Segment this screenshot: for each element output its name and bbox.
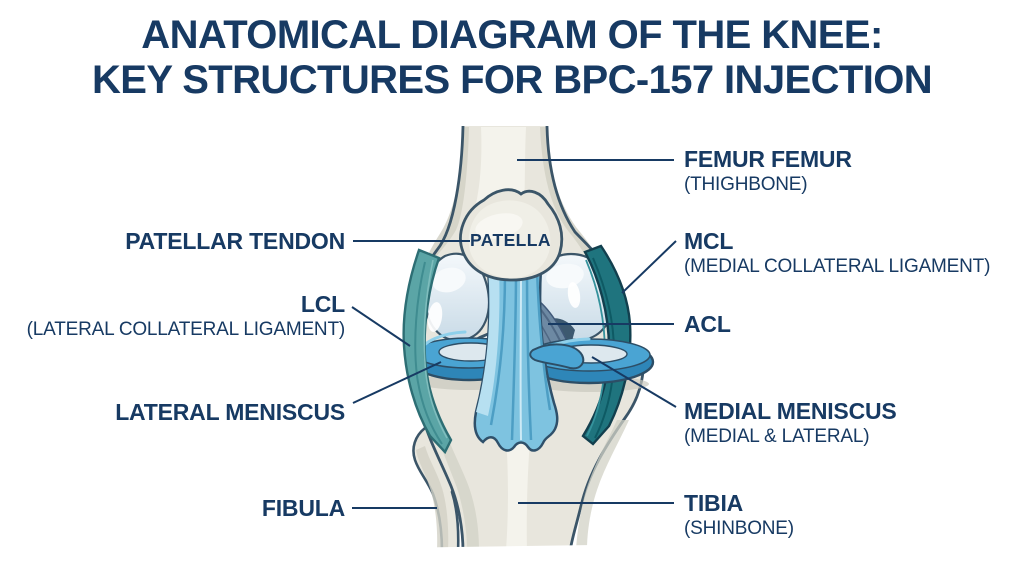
- label-fibula-text: FIBULA: [261, 495, 345, 521]
- patella-bone: [459, 188, 564, 282]
- label-lcl-subtext: (LATERAL COLLATERAL LIGAMENT): [26, 319, 346, 340]
- label-medial-meniscus-subtext: (MEDIAL & LATERAL): [684, 426, 870, 447]
- label-lcl-text: LCL: [300, 291, 345, 317]
- title-line-2: KEY STRUCTURES FOR BPC-157 INJECTION: [91, 58, 933, 102]
- label-patellar-tendon: PATELLAR TENDON: [125, 228, 345, 254]
- bottom-cut: [385, 544, 665, 558]
- label-tibia: TIBIA (SHINBONE): [684, 490, 794, 542]
- label-lateral-meniscus-text: LATERAL MENISCUS: [115, 399, 345, 425]
- meniscus-anterior-horn: [529, 343, 585, 370]
- patella-label: PATELLA: [470, 230, 551, 250]
- knee-illustration: [385, 125, 665, 558]
- label-mcl-subtext: (MEDIAL COLLATERAL LIGAMENT): [684, 256, 991, 277]
- patellar-tendon-band: [473, 266, 559, 452]
- label-medial-meniscus: MEDIAL MENISCUS (MEDIAL & LATERAL): [684, 398, 897, 450]
- label-mcl: MCL (MEDIAL COLLATERAL LIGAMENT): [684, 228, 990, 280]
- label-femur-subtext: (THIGHBONE): [684, 174, 808, 195]
- label-fibula: FIBULA: [262, 495, 345, 521]
- label-acl-text: ACL: [684, 311, 731, 337]
- label-femur: FEMUR FEMUR (THIGHBONE): [684, 146, 852, 198]
- label-acl: ACL: [684, 311, 731, 337]
- label-lateral-meniscus: LATERAL MENISCUS: [115, 399, 345, 425]
- label-medial-meniscus-text: MEDIAL MENISCUS: [684, 398, 897, 424]
- title-line-1: ANATOMICAL DIAGRAM OF THE KNEE:: [141, 13, 883, 57]
- label-tibia-subtext: (SHINBONE): [684, 518, 794, 539]
- label-femur-text: FEMUR FEMUR: [684, 146, 852, 172]
- label-patellar-tendon-text: PATELLAR TENDON: [125, 228, 345, 254]
- label-lcl: LCL (LATERAL COLLATERAL LIGAMENT): [26, 291, 346, 343]
- page-title: ANATOMICAL DIAGRAM OF THE KNEE: KEY STRU…: [0, 13, 1024, 103]
- label-tibia-text: TIBIA: [684, 490, 744, 516]
- label-mcl-text: MCL: [684, 228, 734, 254]
